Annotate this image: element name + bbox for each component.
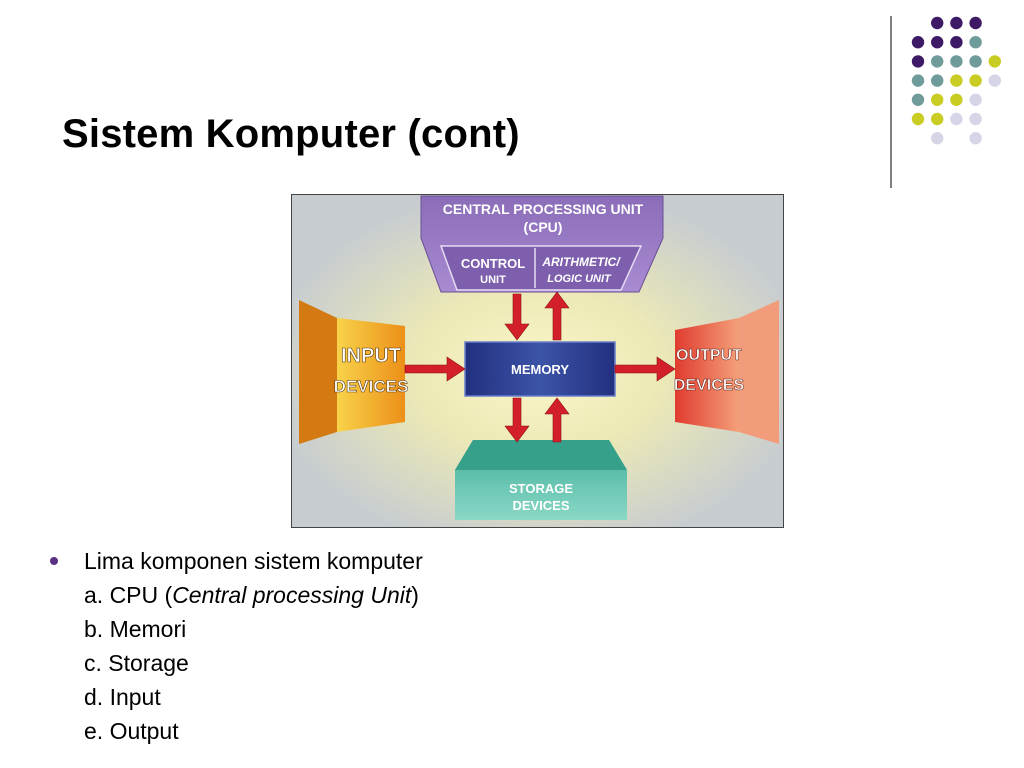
memory-label: MEMORY [511, 362, 569, 377]
output-devices-line2: DEVICES [674, 377, 745, 394]
decorative-dot [950, 55, 963, 68]
decorative-dot [911, 93, 925, 107]
decorative-dot [988, 74, 1001, 87]
bullet-main: Lima komponen sistem komputer [84, 548, 423, 574]
decorative-dot [911, 112, 925, 126]
decorative-dot [931, 36, 944, 49]
alu-line1: ARITHMETIC/ [541, 255, 621, 269]
alu-line2: LOGIC UNIT [547, 273, 612, 285]
cpu-block [420, 195, 664, 293]
computer-architecture-diagram: CENTRAL PROCESSING UNIT (CPU) CONTROL UN… [291, 194, 784, 528]
arrow-storage-to-memory [544, 397, 570, 443]
input-devices-block [299, 300, 405, 444]
bullet-marker [50, 557, 58, 565]
decorative-dot [911, 36, 925, 49]
slide-title: Sistem Komputer (cont) [62, 112, 520, 156]
decorative-dot [931, 132, 944, 145]
decorative-dot [969, 93, 982, 107]
bullet-line-a: a. CPU (Central processing Unit) [84, 578, 423, 612]
bullet-line-b: b. Memori [84, 616, 187, 642]
decorative-dot [969, 132, 982, 145]
control-unit-line1: CONTROL [461, 256, 525, 271]
decorative-dot [950, 16, 963, 30]
divider-line [890, 16, 892, 188]
cpu-title-line2: (CPU) [524, 219, 563, 235]
input-devices-line2: DEVICES [334, 377, 409, 396]
decorative-dot [950, 36, 963, 49]
decorative-dot [931, 55, 944, 68]
arrow-memory-to-cpu [544, 291, 570, 341]
decorative-dot [911, 74, 925, 87]
decorative-dot [931, 93, 944, 107]
decorative-dot [911, 55, 925, 68]
line-a-suffix: ) [411, 582, 419, 608]
line-a-prefix: a. CPU ( [84, 582, 173, 608]
decorative-dot [950, 74, 963, 87]
output-devices-block [675, 300, 779, 444]
decorative-dot-grid [911, 16, 1001, 145]
storage-devices-line1: STORAGE [509, 481, 573, 496]
arrow-memory-to-output [614, 356, 676, 382]
control-unit-line2: UNIT [480, 274, 506, 286]
decorative-dot [950, 93, 963, 107]
bullet-line-c: c. Storage [84, 650, 189, 676]
line-a-italic: Central processing Unit [172, 582, 412, 608]
bullet-line-e: e. Output [84, 718, 179, 744]
decorative-dot [988, 55, 1001, 68]
storage-devices-block [455, 440, 627, 520]
decorative-dot [969, 112, 982, 126]
decorative-dot [931, 74, 944, 87]
decorative-dot [969, 74, 982, 87]
decorative-dot [931, 112, 944, 126]
arrow-input-to-memory [404, 356, 466, 382]
input-devices-line1: INPUT [341, 345, 401, 367]
decorative-dot [969, 16, 982, 30]
decorative-dot [969, 55, 982, 68]
output-devices-line1: OUTPUT [676, 347, 742, 364]
decorative-dot [969, 36, 982, 49]
cpu-title-line1: CENTRAL PROCESSING UNIT [443, 201, 644, 217]
decorative-dot [931, 16, 944, 30]
decorative-dot [950, 112, 963, 126]
storage-devices-line2: DEVICES [512, 498, 569, 513]
arrow-memory-to-storage [504, 397, 530, 443]
bullet-line-d: d. Input [84, 684, 161, 710]
arrow-cpu-to-memory [504, 293, 530, 341]
